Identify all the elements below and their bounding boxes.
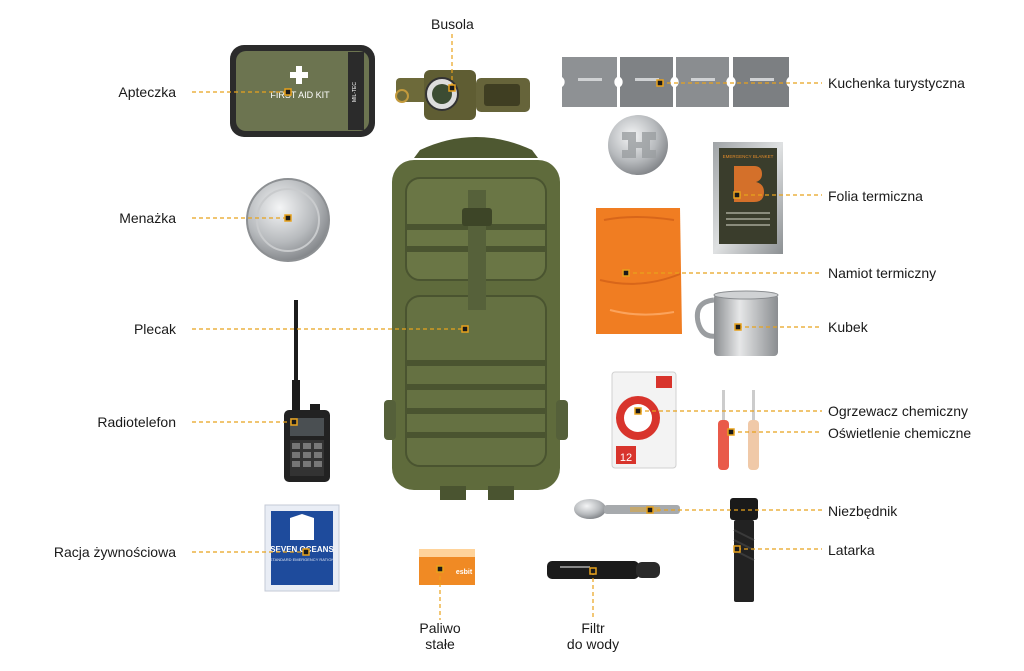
label-menazka: Menażka xyxy=(119,210,176,226)
chemical-light-sticks xyxy=(718,390,759,470)
label-filtr: Filtr do wody xyxy=(553,620,633,652)
label-niezbednik: Niezbędnik xyxy=(828,503,898,519)
chemical-heater-pack: 12 xyxy=(611,371,677,469)
label-paliwo: Paliwo stałe xyxy=(400,620,480,652)
cutlery-tool xyxy=(574,499,680,519)
label-paliwo-line2: stałe xyxy=(425,636,455,652)
backpack xyxy=(384,137,568,500)
leader-dots xyxy=(284,79,742,575)
label-paliwo-line1: Paliwo xyxy=(419,620,461,636)
heater-count-text: 12 xyxy=(620,452,632,464)
label-racja: Racja żywnościowa xyxy=(53,544,176,560)
label-latarka: Latarka xyxy=(828,542,875,558)
first-aid-kit-text: FIRST AID KIT xyxy=(270,90,330,100)
compass xyxy=(395,70,530,120)
label-kuchenka: Kuchenka turystyczna xyxy=(828,75,965,91)
emergency-blanket-pack: EMERGENCY BLANKET xyxy=(713,142,783,254)
leader-lines xyxy=(192,34,822,620)
label-folia: Folia termiczna xyxy=(828,188,923,204)
stove-disc xyxy=(608,115,668,175)
label-namiot: Namiot termiczny xyxy=(828,265,937,281)
solid-fuel-box: esbit xyxy=(419,549,475,585)
label-filtr-line1: Filtr xyxy=(581,620,605,636)
flashlight xyxy=(730,498,758,602)
label-busola: Busola xyxy=(431,16,474,32)
label-ogrzewacz: Ogrzewacz chemiczny xyxy=(828,403,969,419)
food-ration-pack: SEVEN OCEANS STANDARD EMERGENCY RATION xyxy=(264,504,340,592)
water-filter xyxy=(547,561,660,579)
label-radiotelefon: Radiotelefon xyxy=(97,414,176,430)
label-kubek: Kubek xyxy=(828,319,868,335)
radio-transceiver xyxy=(284,300,330,482)
steel-mug xyxy=(694,290,779,356)
thermal-tent-pack xyxy=(596,208,682,334)
fuel-brand-text: esbit xyxy=(456,569,473,576)
label-plecak: Plecak xyxy=(133,321,176,337)
first-aid-brand-text: MIL-TEC xyxy=(352,82,358,102)
first-aid-kit-pouch: FIRST AID KIT MIL-TEC xyxy=(230,45,375,137)
label-filtr-line2: do wody xyxy=(566,636,620,652)
ration-sub-text: STANDARD EMERGENCY RATION xyxy=(270,557,335,562)
camping-stove-plates xyxy=(562,57,789,107)
emergency-blanket-text: EMERGENCY BLANKET xyxy=(723,154,774,159)
label-oswietlenie: Oświetlenie chemiczne xyxy=(828,425,972,441)
label-apteczka: Apteczka xyxy=(118,84,176,100)
